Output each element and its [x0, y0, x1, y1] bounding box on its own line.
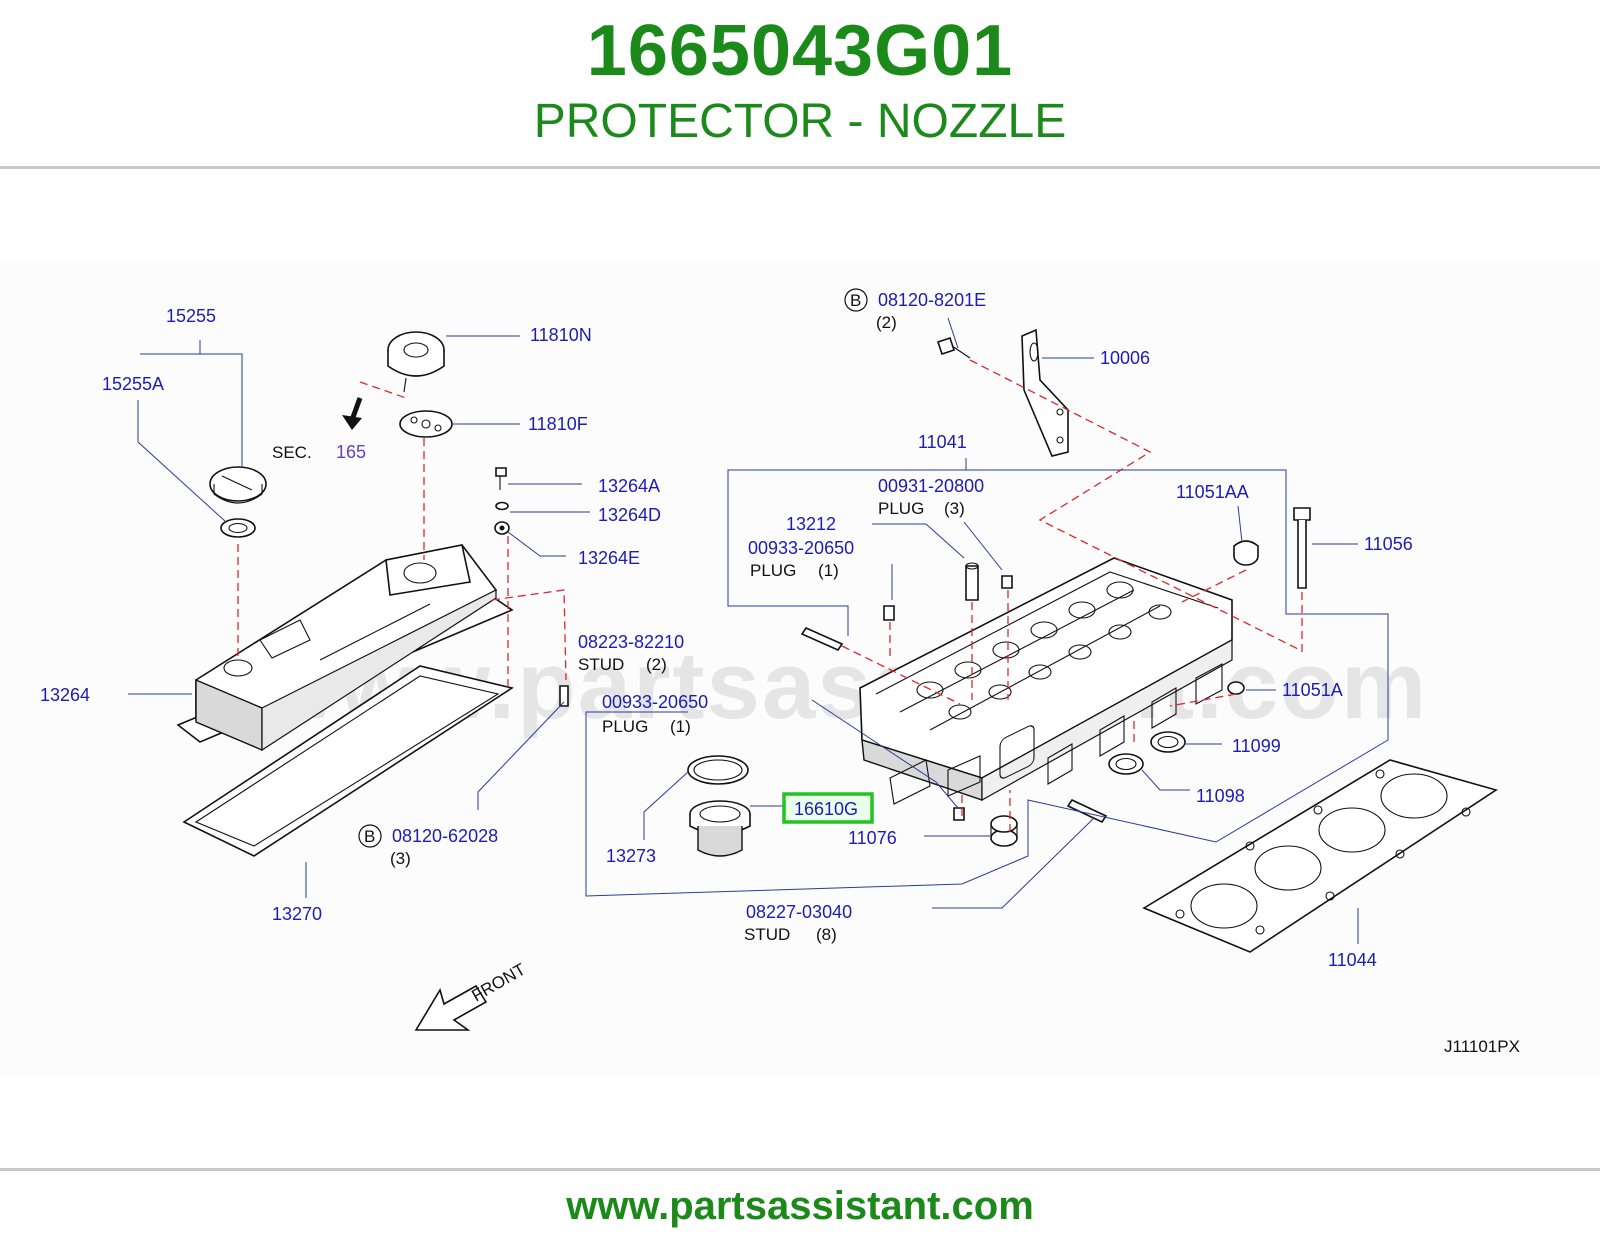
label-15255a[interactable]: 15255A	[102, 374, 164, 394]
stud-08223-head-part[interactable]	[800, 626, 844, 652]
valve-cover-gasket-part[interactable]	[182, 665, 514, 857]
label-13264e[interactable]: 13264E	[578, 548, 640, 568]
label-10006[interactable]: 10006	[1100, 348, 1150, 368]
valve-cover-part[interactable]	[176, 544, 514, 752]
label-08227-03040[interactable]: 08227-03040	[746, 902, 852, 922]
front-arrow-icon	[414, 984, 488, 1031]
oil-filler-cap-part[interactable]	[209, 466, 267, 504]
label-08120-62028[interactable]: 08120-62028	[392, 826, 498, 846]
label-plug-1b-qty: (1)	[670, 717, 691, 736]
label-plug-1b: PLUG	[602, 717, 648, 736]
head-bolt-part[interactable]	[1293, 507, 1311, 589]
label-00933-20650-a[interactable]: 00933-20650	[748, 538, 854, 558]
sec-ref-link[interactable]: 165	[336, 442, 366, 462]
seal-11099-part[interactable]	[1150, 731, 1186, 753]
sleeve-13212-part[interactable]	[965, 562, 979, 601]
label-13270[interactable]: 13270	[272, 904, 322, 924]
head-plug-aa-part[interactable]	[1233, 540, 1259, 566]
label-13264[interactable]: 13264	[40, 685, 90, 705]
sec-label: SEC.	[272, 443, 312, 462]
label-11051a[interactable]: 11051A	[1282, 680, 1343, 700]
label-13264a[interactable]: 13264A	[598, 476, 660, 496]
label-08120-8201e-qty: (2)	[876, 313, 897, 332]
o-ring-13273-part[interactable]	[687, 755, 749, 785]
label-13273[interactable]: 13273	[606, 846, 656, 866]
cover-bolt-part[interactable]	[495, 467, 507, 490]
label-plug-1a: PLUG	[750, 561, 796, 580]
header-divider	[0, 166, 1600, 169]
head-plug-a-part[interactable]	[1227, 681, 1245, 695]
breather-gasket-part[interactable]	[399, 410, 453, 438]
label-11044[interactable]: 11044	[1328, 950, 1377, 970]
bolt-marker-b-left-text: B	[364, 827, 375, 846]
seal-11098-part[interactable]	[1108, 753, 1144, 775]
plug-00933-a-part[interactable]	[883, 605, 895, 621]
label-11098[interactable]: 11098	[1196, 786, 1245, 806]
bracket-bolt-part[interactable]	[936, 336, 971, 359]
label-08120-8201e[interactable]: 08120-8201E	[878, 290, 986, 310]
bolt-marker-b-right	[844, 288, 868, 312]
label-stud-2: STUD	[578, 655, 624, 674]
cover-stud-part[interactable]	[559, 685, 569, 707]
label-stud-8: STUD	[744, 925, 790, 944]
cover-grommet-part[interactable]	[494, 521, 510, 535]
grommet-11076-part[interactable]	[990, 815, 1018, 847]
label-11810n[interactable]: 11810N	[530, 325, 592, 345]
diagram-code: J11101PX	[1444, 1037, 1520, 1056]
plug-00931-part[interactable]	[1001, 575, 1013, 589]
label-15255[interactable]: 15255	[166, 306, 216, 326]
cover-washer-part[interactable]	[495, 501, 509, 511]
exploded-view-svg: www.partsassistant.com	[40, 288, 1520, 1056]
part-number-title: 1665043G01	[586, 11, 1014, 91]
parts-diagram: www.partsassistant.com	[0, 262, 1600, 1078]
label-16610g[interactable]: 16610G	[794, 799, 858, 819]
cylinder-head-part[interactable]	[859, 557, 1233, 805]
label-08223-82210[interactable]: 08223-82210	[578, 632, 684, 652]
label-13264d[interactable]: 13264D	[598, 505, 661, 525]
stud-08227-part[interactable]	[1066, 798, 1108, 824]
filler-cap-gasket-part[interactable]	[220, 518, 256, 538]
label-00933-20650-b[interactable]: 00933-20650	[602, 692, 708, 712]
footer-website-link[interactable]: www.partsassistant.com	[566, 1184, 1034, 1228]
breather-assembly-part[interactable]	[387, 331, 445, 393]
label-00931-20800[interactable]: 00931-20800	[878, 476, 984, 496]
lifting-bracket-part[interactable]	[1021, 328, 1069, 457]
label-08120-62028-qty: (3)	[390, 849, 411, 868]
label-11076[interactable]: 11076	[848, 828, 897, 848]
head-gasket-11044-part[interactable]	[1142, 759, 1498, 953]
label-11056[interactable]: 11056	[1364, 534, 1413, 554]
bolt-marker-b-right-text: B	[850, 291, 861, 310]
label-plug-1a-qty: (1)	[818, 561, 839, 580]
label-11051aa[interactable]: 11051AA	[1176, 482, 1249, 502]
page-header: 1665043G01 PROTECTOR - NOZZLE	[0, 0, 1600, 168]
front-label: FRONT	[469, 960, 529, 1006]
bolt-marker-b-left	[358, 824, 382, 848]
label-plug-3-qty: (3)	[944, 499, 965, 518]
label-11041[interactable]: 11041	[918, 432, 967, 452]
label-stud-8-qty: (8)	[816, 925, 837, 944]
leader-lines	[128, 317, 1389, 944]
label-11099[interactable]: 11099	[1232, 736, 1281, 756]
label-plug-3: PLUG	[878, 499, 924, 518]
nozzle-protector-16610g-part[interactable]	[689, 800, 751, 857]
part-name-subtitle: PROTECTOR - NOZZLE	[533, 95, 1067, 148]
footer-divider	[0, 1168, 1600, 1171]
label-11810f[interactable]: 11810F	[528, 414, 588, 434]
label-13212[interactable]: 13212	[786, 514, 836, 534]
label-stud-2-qty: (2)	[646, 655, 667, 674]
highlight-box-16610g	[782, 792, 874, 824]
